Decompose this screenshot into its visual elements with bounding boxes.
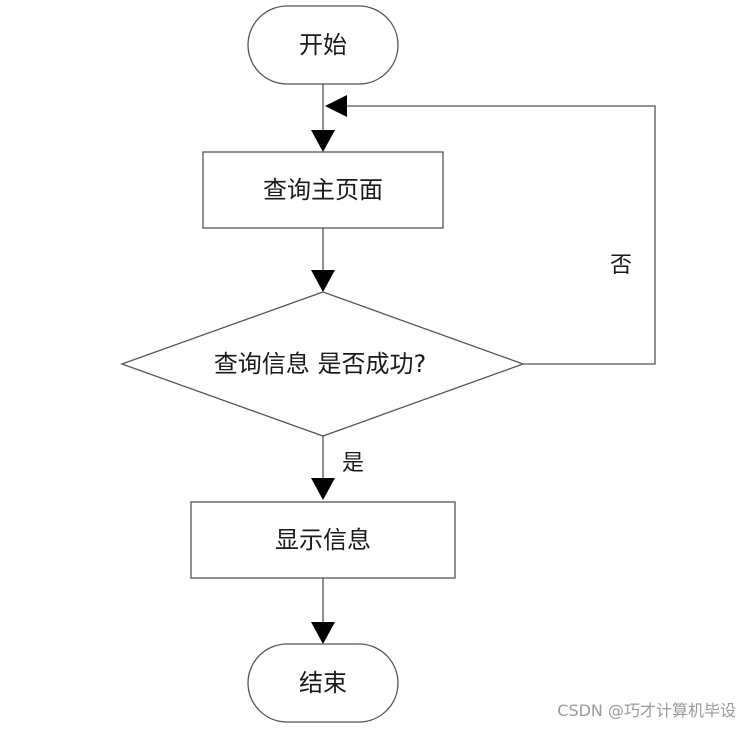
end-node — [247, 643, 399, 723]
edge-no-label: 否 — [610, 253, 632, 278]
edge-yes-label: 是 — [342, 451, 364, 476]
arrow-no-loop — [325, 95, 347, 117]
arrow-yes — [311, 478, 335, 500]
csdn-watermark: CSDN @巧才计算机毕设 — [557, 701, 736, 720]
arrow-query-to-decision — [311, 270, 335, 292]
arrow-start-to-query — [311, 130, 335, 152]
edge-no-loop — [347, 105, 656, 365]
show-info-label: 显示信息 — [275, 526, 371, 554]
start-label: 开始 — [299, 31, 347, 59]
end-label: 结束 — [299, 669, 347, 697]
arrow-show-to-end — [311, 622, 335, 644]
decision-label: 查询信息 是否成功? — [214, 350, 426, 378]
query-main-label: 查询主页面 — [263, 176, 383, 204]
query-main-node — [202, 151, 444, 229]
